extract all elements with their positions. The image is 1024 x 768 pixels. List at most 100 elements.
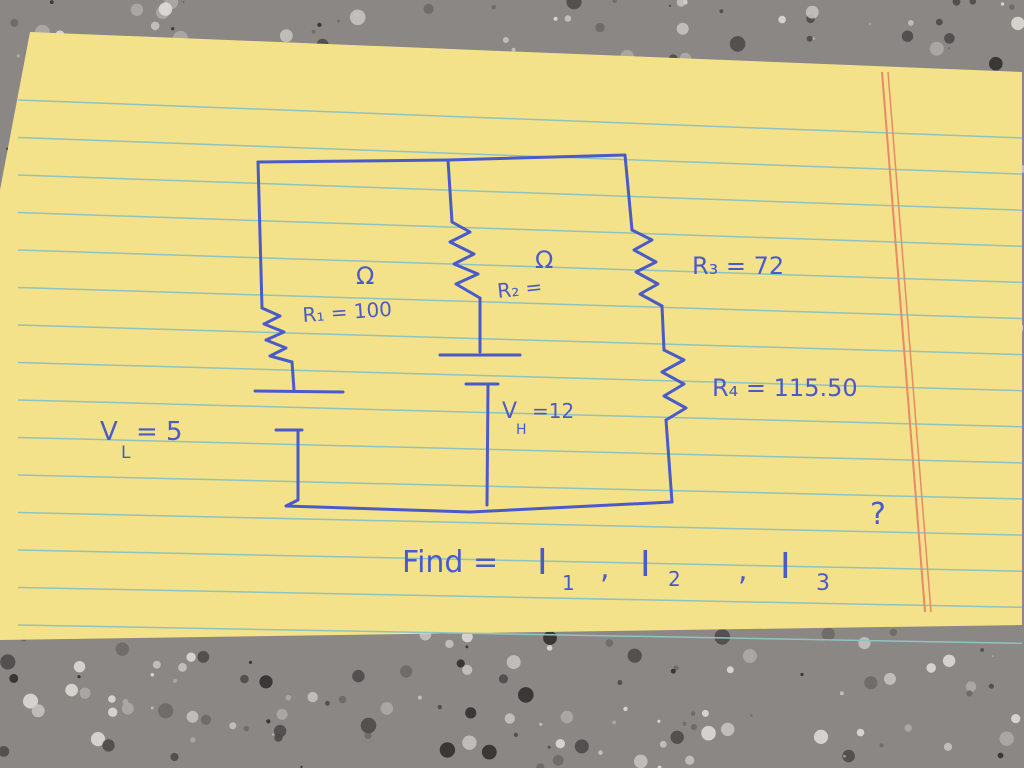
granite-speckle xyxy=(868,22,872,26)
current-i3: I xyxy=(780,546,791,587)
granite-speckle xyxy=(598,750,603,755)
r2-unit-label: Ω xyxy=(535,246,553,274)
granite-speckle xyxy=(657,765,662,768)
granite-speckle xyxy=(952,0,961,6)
granite-speckle xyxy=(90,732,106,747)
circuit-labels: Ω R₁ = 100 Ω R₂ = R₃ = 72 R₄ = 115.50 V … xyxy=(100,246,858,463)
ruled-line xyxy=(17,136,1023,175)
vh-value: =12 xyxy=(532,399,574,423)
r2-label: R₂ = xyxy=(496,274,543,303)
ruled-line xyxy=(17,361,1023,392)
current-i2: I xyxy=(640,544,651,585)
granite-speckle xyxy=(566,0,582,10)
granite-speckle xyxy=(969,0,976,5)
granite-speckle xyxy=(778,15,786,24)
granite-speckle xyxy=(670,668,676,674)
granite-speckle xyxy=(285,694,292,701)
granite-speckle xyxy=(657,719,661,723)
granite-speckle xyxy=(337,19,340,23)
granite-speckle xyxy=(670,730,684,744)
granite-speckle xyxy=(200,714,212,725)
vh-subscript: H xyxy=(516,422,527,438)
granite-speckle xyxy=(364,731,372,740)
granite-speckle xyxy=(1000,2,1005,6)
granite-speckle xyxy=(547,745,551,749)
granite-speckle xyxy=(481,744,497,760)
granite-speckle xyxy=(108,707,118,717)
granite-speckle xyxy=(843,754,846,758)
resistor-r4 xyxy=(660,348,688,422)
granite-speckle xyxy=(943,742,953,752)
granite-speckle xyxy=(150,21,160,31)
granite-speckle xyxy=(31,704,45,718)
comma-1: , xyxy=(600,551,610,586)
granite-speckle xyxy=(190,737,196,743)
granite-speckle xyxy=(276,708,288,720)
granite-speckle xyxy=(23,693,38,709)
granite-speckle xyxy=(178,663,187,672)
granite-speckle xyxy=(714,629,731,645)
granite-speckle xyxy=(300,765,303,768)
granite-speckle xyxy=(864,676,878,690)
granite-speckle xyxy=(988,683,995,689)
granite-speckle xyxy=(307,691,318,703)
ruled-line xyxy=(17,324,1023,356)
ruled-line xyxy=(17,586,1023,609)
granite-speckle xyxy=(742,649,757,663)
granite-speckle xyxy=(122,698,129,705)
granite-speckle xyxy=(947,47,951,50)
comma-2: , xyxy=(738,553,748,588)
granite-speckle xyxy=(115,642,129,656)
granite-speckle xyxy=(186,652,196,662)
ruled-line xyxy=(17,549,1023,572)
granite-speckle xyxy=(536,763,545,768)
granite-speckle xyxy=(904,724,912,732)
granite-speckle xyxy=(605,639,614,647)
granite-speckle xyxy=(504,713,515,724)
granite-speckle xyxy=(800,672,804,677)
granite-speckle xyxy=(623,706,628,712)
ruled-line xyxy=(17,511,1023,536)
granite-speckle xyxy=(839,691,844,696)
right-wire-lower xyxy=(664,418,674,504)
granite-speckle xyxy=(997,752,1004,759)
granite-speckle xyxy=(879,743,884,748)
granite-speckle xyxy=(182,0,185,4)
ruled-line xyxy=(17,436,1023,464)
granite-speckle xyxy=(423,3,434,15)
granite-speckle xyxy=(240,674,249,684)
granite-speckle xyxy=(543,631,557,645)
granite-speckle xyxy=(465,645,469,649)
vh-label: V xyxy=(502,399,517,424)
granite-speckle xyxy=(518,687,534,703)
granite-speckle xyxy=(439,742,456,758)
ruled-line xyxy=(17,174,1023,211)
granite-speckle xyxy=(108,695,116,703)
granite-speckle xyxy=(682,721,687,726)
granite-speckle xyxy=(806,35,813,42)
granite-speckle xyxy=(9,673,19,683)
margin-line xyxy=(881,71,926,613)
current-i1: I xyxy=(537,542,548,583)
granite-speckle xyxy=(445,639,454,649)
granite-speckle xyxy=(461,631,473,643)
granite-speckle xyxy=(842,749,855,763)
granite-speckle xyxy=(858,637,871,650)
granite-speckle xyxy=(266,719,271,724)
granite-speckle xyxy=(574,739,589,754)
granite-speckle xyxy=(999,731,1014,746)
vl-label: V xyxy=(100,417,118,447)
granite-speckle xyxy=(685,755,695,765)
margin-line-2 xyxy=(887,71,932,613)
ruled-line xyxy=(17,286,1023,320)
find-label: Find = xyxy=(402,545,498,580)
notecard-paper xyxy=(0,32,1022,640)
granite-speckle xyxy=(130,3,144,16)
granite-speckle xyxy=(338,695,347,704)
granite-speckle xyxy=(229,722,237,730)
granite-speckle xyxy=(10,18,19,27)
granite-speckle xyxy=(121,702,134,715)
ruled-line xyxy=(17,99,1023,139)
granite-speckle xyxy=(856,728,865,737)
granite-speckle xyxy=(553,16,558,21)
